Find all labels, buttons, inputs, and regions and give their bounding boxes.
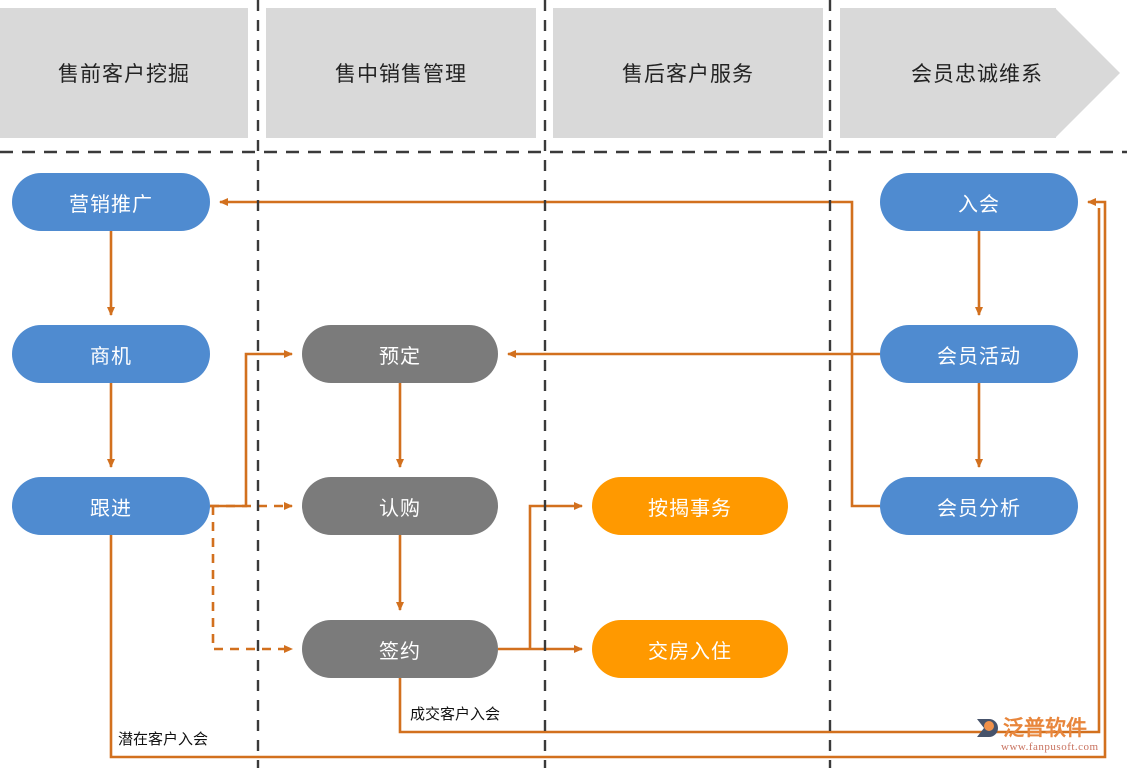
node-followup[interactable]: 跟进 <box>12 477 210 535</box>
node-handover[interactable]: 交房入住 <box>592 620 788 678</box>
node-contract[interactable]: 签约 <box>302 620 498 678</box>
node-label-handover: 交房入住 <box>648 640 732 663</box>
node-label-contract: 签约 <box>379 640 421 663</box>
phase-arrow-head <box>1055 8 1120 138</box>
phase-label-presale: 售前客户挖掘 <box>58 63 190 86</box>
node-subscribe[interactable]: 认购 <box>302 477 498 535</box>
phase-divider-vertical <box>256 0 832 768</box>
node-label-subscribe: 认购 <box>379 497 421 520</box>
node-label-reserve: 预定 <box>379 345 421 368</box>
node-analysis[interactable]: 会员分析 <box>880 477 1078 535</box>
edge-contract-to-join <box>398 208 1101 734</box>
node-label-analysis: 会员分析 <box>937 497 1021 520</box>
phase-band-presale[interactable]: 售前客户挖掘 <box>0 8 248 138</box>
edge-label-potential-join: 潜在客户入会 <box>118 732 209 748</box>
node-label-followup: 跟进 <box>90 497 132 520</box>
edge-analysis-to-marketing <box>219 198 880 508</box>
node-reserve[interactable]: 预定 <box>302 325 498 383</box>
edge-followup-to-contract <box>211 506 293 653</box>
brand-name: 泛普软件 <box>1003 716 1087 740</box>
phase-label-aftersale: 售后客户服务 <box>622 63 754 86</box>
edge-label-deal-join: 成交客户入会 <box>410 707 501 723</box>
node-activity[interactable]: 会员活动 <box>880 325 1078 383</box>
edge-followup-to-reserve <box>210 350 293 508</box>
brand-logo: 泛普软件 www.fanpusoft.com <box>975 712 1099 753</box>
node-label-activity: 会员活动 <box>937 345 1021 368</box>
node-label-lead: 商机 <box>90 345 132 368</box>
phase-band-insale[interactable]: 售中销售管理 <box>266 8 536 138</box>
node-mortgage[interactable]: 按揭事务 <box>592 477 788 535</box>
node-join[interactable]: 入会 <box>880 173 1078 231</box>
node-lead[interactable]: 商机 <box>12 325 210 383</box>
node-label-join: 入会 <box>958 193 1000 216</box>
phase-band-member[interactable]: 会员忠诚维系 <box>840 8 1056 138</box>
edge-contract-to-mortgage <box>528 502 583 649</box>
edge-followup-to-join <box>109 198 1107 759</box>
node-label-mortgage: 按揭事务 <box>648 497 732 520</box>
phase-band-aftersale[interactable]: 售后客户服务 <box>553 8 823 138</box>
fanpu-logo-icon <box>975 715 1000 740</box>
brand-url: www.fanpusoft.com <box>1001 741 1099 753</box>
node-marketing[interactable]: 营销推广 <box>12 173 210 231</box>
phase-label-member: 会员忠诚维系 <box>911 63 1043 86</box>
node-label-marketing: 营销推广 <box>69 193 153 216</box>
phase-label-insale: 售中销售管理 <box>335 63 467 86</box>
